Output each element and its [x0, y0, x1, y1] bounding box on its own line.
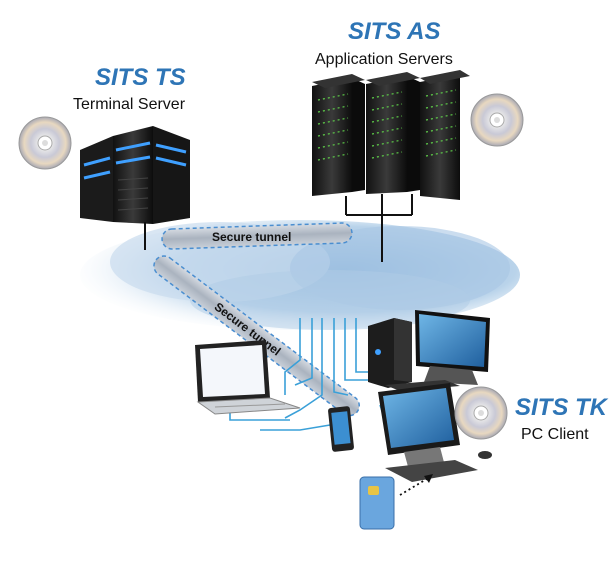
desktop-computer-icon [368, 310, 490, 391]
laptop-icon [195, 340, 301, 415]
application-servers-title: SITS AS [348, 18, 441, 45]
pc-client-title: SITS TK [515, 394, 608, 421]
arrow-head-icon [424, 474, 433, 483]
pc-client-icon [378, 383, 492, 482]
secure-tunnel-top: Secure tunnel [161, 222, 353, 250]
terminal-server-title: SITS TS [95, 64, 186, 91]
install-cd-icon [18, 116, 72, 170]
smart-card-icon [359, 476, 395, 530]
tablet-icon [328, 406, 354, 452]
install-cd-icon [454, 386, 508, 440]
install-cd-icon [470, 93, 524, 147]
pc-client-subtitle: PC Client [521, 426, 589, 443]
tunnel-label-top: Secure tunnel [212, 230, 291, 244]
terminal-server-subtitle: Terminal Server [73, 96, 186, 113]
application-servers-subtitle: Application Servers [315, 51, 453, 68]
application-servers-icon [312, 70, 470, 262]
terminal-server-icon [80, 126, 190, 250]
card-insert-arrow [399, 476, 431, 496]
